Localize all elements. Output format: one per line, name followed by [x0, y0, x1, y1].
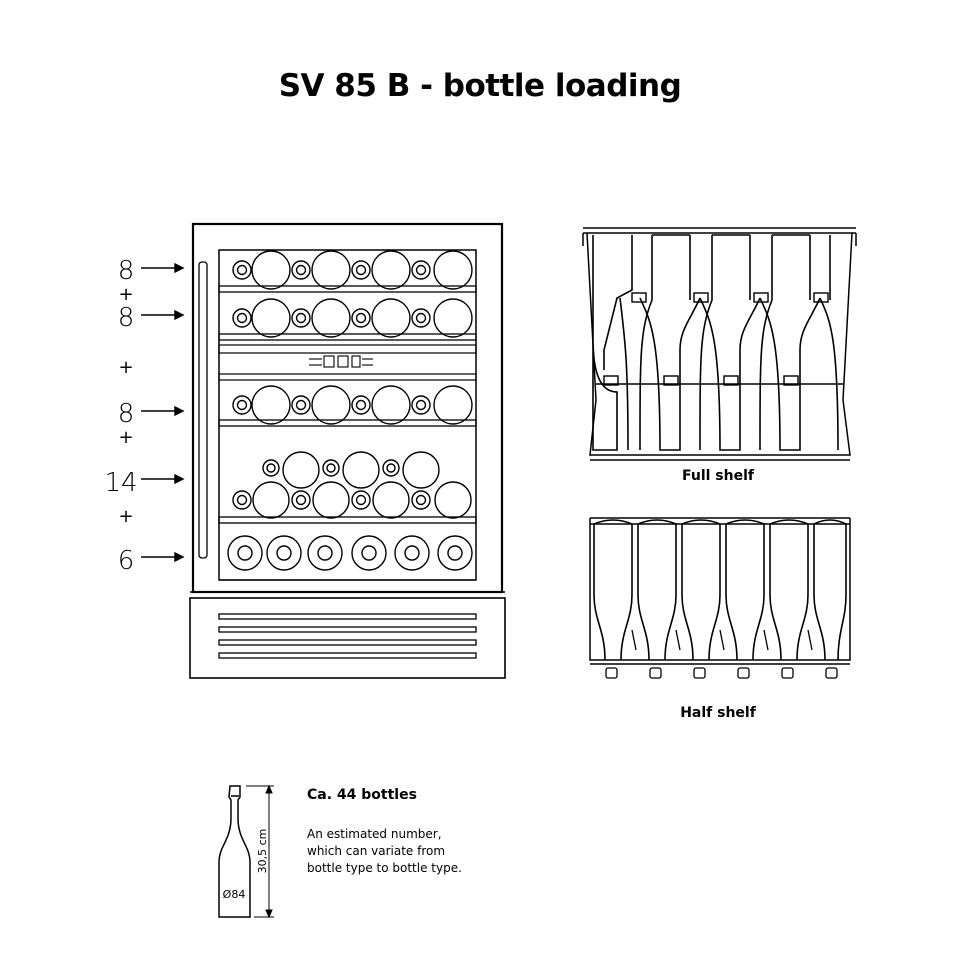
capacity-note-line: which can variate from [307, 844, 446, 858]
dimension-lines [246, 784, 274, 919]
wine-cooler-front [189, 222, 506, 679]
full-shelf-bottles [592, 234, 839, 451]
load-count-5: 6 [118, 546, 135, 576]
full-shelf-diagram [582, 227, 857, 461]
plus-sign: + [118, 357, 133, 378]
bottle-height-label: 30,5 cm [256, 829, 269, 874]
bottle-row-second [232, 298, 473, 338]
plus-sign: + [118, 427, 133, 448]
capacity-note-line: An estimated number, [307, 827, 442, 841]
shelf-rails [218, 285, 477, 581]
arrow-icons [141, 262, 185, 563]
half-shelf-diagram [589, 517, 851, 679]
bottle-dimension-sketch [218, 784, 274, 919]
load-count-3: 8 [118, 399, 135, 429]
ventilation-grille [189, 591, 506, 679]
plus-sign: + [118, 506, 133, 527]
control-panel [218, 344, 477, 381]
plus-sign: + [118, 284, 133, 305]
bottle-row-third [232, 385, 473, 425]
loading-labels: 8 + 8 + 8 + 14 + 6 [104, 256, 185, 576]
full-shelf-necks [603, 292, 829, 386]
bottle-row-bottom [227, 535, 473, 571]
capacity-note: An estimated number, which can variate f… [307, 826, 507, 877]
half-shelf-bottles [593, 519, 847, 661]
full-shelf-label: Full shelf [682, 468, 754, 484]
door-handle [198, 261, 208, 559]
half-shelf-label: Half shelf [680, 705, 756, 721]
load-count-2: 8 [118, 303, 135, 333]
capacity-note-line: bottle type to bottle type. [307, 861, 462, 875]
bottle-row-stacked [232, 451, 472, 519]
half-shelf-caps [605, 629, 838, 679]
bottle-diameter-label: Ø84 [223, 888, 246, 901]
load-count-1: 8 [118, 256, 135, 286]
bottle-row-top [232, 250, 473, 290]
page-title: SV 85 B - bottle loading [278, 68, 682, 104]
bottle-outline [218, 785, 251, 918]
capacity-heading: Ca. 44 bottles [307, 787, 417, 803]
load-count-4: 14 [104, 468, 137, 498]
